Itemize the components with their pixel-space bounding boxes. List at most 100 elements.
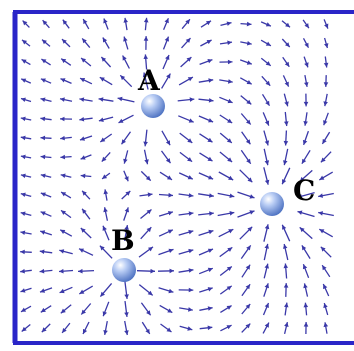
field-arrow [199, 325, 213, 331]
field-arrow [260, 57, 272, 67]
field-arrow [158, 287, 174, 294]
field-arrow [198, 248, 214, 256]
field-arrow [78, 285, 94, 295]
field-arrow [263, 283, 269, 297]
field-arrow [41, 323, 51, 333]
field-arrow [20, 135, 32, 141]
field-arrow [98, 97, 114, 102]
field-arrow [220, 21, 232, 27]
field-arrow [124, 320, 129, 336]
field-arrow [179, 151, 193, 163]
field-arrow [178, 229, 194, 236]
field-arrow [261, 75, 271, 87]
field-arrow [302, 37, 310, 49]
field-arrow [20, 192, 32, 198]
field-arrow [321, 131, 331, 145]
field-arrow [143, 36, 149, 50]
field-arrow [303, 93, 309, 107]
field-arrow [323, 93, 328, 107]
field-arrow [200, 20, 212, 28]
field-arrow [178, 248, 194, 255]
field-arrow [20, 154, 32, 160]
field-arrow [217, 192, 235, 198]
field-arrow [179, 325, 193, 331]
field-arrow [60, 58, 72, 66]
field-arrow [158, 248, 174, 256]
field-arrow [99, 245, 113, 259]
field-arrow [318, 171, 334, 181]
field-arrow [79, 117, 93, 122]
field-arrow [80, 154, 92, 160]
field-arrow [60, 78, 72, 84]
field-arrow [260, 21, 272, 27]
field-arrow [283, 321, 289, 335]
field-arrow [123, 36, 129, 50]
field-arrow [100, 56, 112, 68]
field-arrow [158, 211, 174, 217]
field-arrow [178, 211, 194, 216]
field-arrow [262, 112, 270, 126]
field-arrow [158, 229, 174, 237]
field-arrow [283, 283, 289, 297]
field-arrow [323, 322, 329, 334]
field-arrow [41, 58, 51, 66]
field-arrow [22, 20, 30, 28]
field-arrow [160, 150, 172, 164]
field-arrow [123, 207, 129, 221]
charge-A: A [137, 64, 165, 118]
field-arrow [281, 167, 291, 185]
charge-C: C [260, 174, 315, 216]
field-arrow [123, 224, 129, 242]
field-arrow [40, 154, 52, 160]
field-arrow [140, 170, 152, 182]
field-arrow [263, 130, 270, 146]
field-arrow [120, 131, 132, 145]
field-arrow [219, 114, 233, 124]
field-arrow [322, 283, 330, 297]
field-arrow [181, 18, 191, 30]
field-arrow [61, 38, 71, 48]
field-arrow [318, 228, 334, 238]
field-arrow [198, 78, 214, 83]
field-arrow [136, 268, 156, 274]
field-arrow [143, 129, 148, 147]
field-arrow [302, 19, 310, 29]
field-arrow [39, 249, 53, 254]
field-arrow [118, 114, 134, 124]
field-arrow [323, 75, 329, 87]
field-arrow [99, 282, 113, 298]
field-arrow [241, 264, 251, 278]
field-arrow [303, 56, 309, 68]
field-arrow [200, 39, 212, 47]
field-arrow [124, 281, 129, 299]
field-arrow [59, 249, 73, 255]
field-arrow [143, 17, 149, 31]
field-arrow [40, 305, 52, 313]
field-arrow [99, 76, 113, 86]
field-arrow [219, 285, 233, 295]
field-arrow [123, 170, 129, 182]
field-arrow [80, 57, 92, 67]
field-arrow [219, 151, 233, 163]
field-arrow [284, 111, 289, 127]
field-arrow [218, 228, 234, 238]
field-arrow [301, 149, 311, 165]
field-arrow [61, 322, 71, 334]
field-arrow [263, 167, 270, 185]
field-arrow [143, 149, 149, 165]
field-arrow [62, 19, 70, 29]
field-arrow [283, 148, 289, 166]
field-arrow [198, 98, 214, 103]
field-arrow [161, 73, 171, 89]
field-arrow [80, 303, 92, 315]
field-arrow [159, 171, 173, 181]
field-arrow [59, 286, 73, 294]
field-arrow [241, 283, 251, 297]
field-arrow [199, 152, 213, 162]
charge-C-ball [260, 192, 284, 216]
field-arrow [178, 115, 194, 123]
field-arrow [198, 172, 214, 180]
field-arrow [219, 59, 233, 65]
field-arrow [199, 133, 213, 143]
